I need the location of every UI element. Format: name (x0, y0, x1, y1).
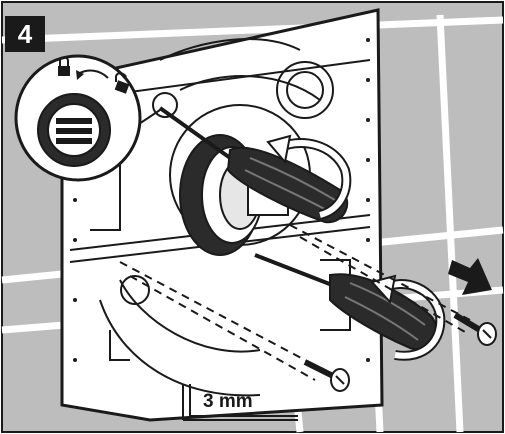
dimension-label: 3 mm (203, 391, 253, 412)
screw-right (453, 312, 497, 346)
dimension-bracket (182, 384, 298, 421)
direction-arrow-icon (448, 258, 492, 295)
rotate-arrow-top-icon (266, 134, 352, 220)
inset-rotate-arrow-icon (76, 69, 109, 80)
screw-bottom (303, 359, 350, 392)
screw-guide-lines (119, 224, 471, 381)
step-number-badge: 4 (5, 16, 45, 52)
detail-inset (14, 54, 161, 182)
lock-icon (58, 56, 70, 76)
unlock-icon (114, 72, 130, 94)
screwdriver-top (158, 106, 349, 224)
